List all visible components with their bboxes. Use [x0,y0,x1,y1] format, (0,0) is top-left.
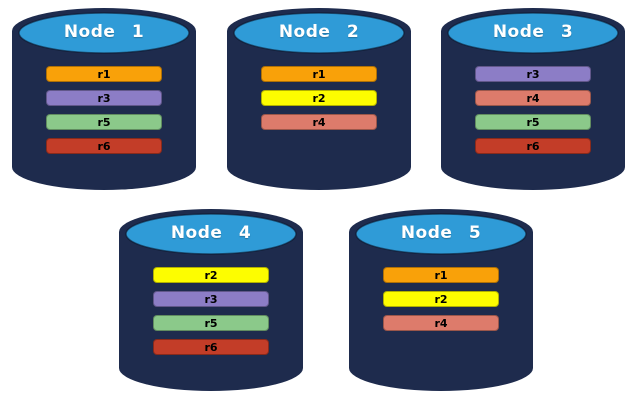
replica-list: r1 r2 r4 [261,66,377,138]
replica-label: r1 [97,67,111,81]
replica-label: r5 [204,316,218,330]
node-1: Node 1 r1 r3 r5 r6 [12,8,196,190]
node-label: Node 2 [278,22,360,42]
replica-bar-r6: r6 [46,138,162,154]
replica-bar-r3: r3 [475,66,591,82]
replica-label: r6 [204,340,218,354]
replica-list: r2 r3 r5 r6 [153,267,269,363]
node-label: Node 3 [492,22,574,42]
replica-bar-r1: r1 [46,66,162,82]
replica-label: r4 [434,316,448,330]
replica-bar-r5: r5 [46,114,162,130]
replica-label: r6 [526,139,540,153]
replica-bar-r5: r5 [153,315,269,331]
cylinder-top [233,12,405,54]
cylinder-top [355,213,527,255]
replica-bar-r4: r4 [383,315,499,331]
node-label: Node 1 [63,22,145,42]
replica-bar-r2: r2 [261,90,377,106]
replica-bar-r6: r6 [475,138,591,154]
replica-label: r5 [526,115,540,129]
replica-bar-r3: r3 [153,291,269,307]
replica-bar-r2: r2 [153,267,269,283]
replica-label: r6 [97,139,111,153]
cylinder-top [447,12,619,54]
replica-label: r3 [204,292,218,306]
node-4: Node 4 r2 r3 r5 r6 [119,209,303,391]
replica-label: r3 [97,91,111,105]
replica-bar-r4: r4 [261,114,377,130]
replica-label: r4 [526,91,540,105]
replica-bar-r6: r6 [153,339,269,355]
replica-bar-r2: r2 [383,291,499,307]
replica-list: r1 r3 r5 r6 [46,66,162,162]
replica-label: r2 [312,91,326,105]
replica-label: r1 [434,268,448,282]
node-2: Node 2 r1 r2 r4 [227,8,411,190]
replica-bar-r1: r1 [383,267,499,283]
cylinder-top [125,213,297,255]
replica-bar-r4: r4 [475,90,591,106]
replica-list: r3 r4 r5 r6 [475,66,591,162]
replica-bar-r5: r5 [475,114,591,130]
replica-label: r5 [97,115,111,129]
replica-label: r3 [526,67,540,81]
replica-label: r1 [312,67,326,81]
node-5: Node 5 r1 r2 r4 [349,209,533,391]
node-label: Node 5 [400,223,482,243]
replica-bar-r3: r3 [46,90,162,106]
replica-label: r2 [434,292,448,306]
replica-bar-r1: r1 [261,66,377,82]
node-label: Node 4 [170,223,252,243]
replica-list: r1 r2 r4 [383,267,499,339]
replica-label: r2 [204,268,218,282]
replica-label: r4 [312,115,326,129]
cylinder-top [18,12,190,54]
node-3: Node 3 r3 r4 r5 r6 [441,8,625,190]
